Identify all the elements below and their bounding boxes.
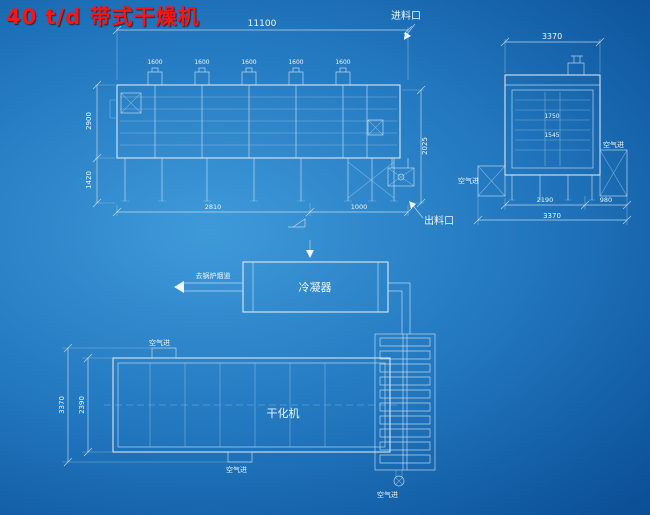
discharge-chute-lines	[391, 158, 409, 168]
dim-end-top: 3370	[542, 32, 562, 41]
label-air-in-top: 空气进	[149, 338, 170, 347]
dim-bottom-1: 2810	[205, 203, 222, 211]
dim-end-total: 3370	[543, 212, 561, 220]
dim-plan-inner: 2390	[78, 396, 86, 414]
right-drive-brace	[367, 119, 384, 136]
side-view-dimension-lines	[96, 29, 422, 213]
slope-symbol	[288, 218, 306, 228]
fan-icon	[393, 475, 405, 487]
boiler-pipe-arrow-icon	[174, 281, 184, 293]
dim-end-inner-2: 1545	[544, 132, 559, 139]
roof-motor-units	[147, 67, 351, 85]
discharge-shaft-icon	[397, 173, 405, 181]
dim-bottom-2: 1000	[351, 203, 368, 211]
dim-segment-3: 1600	[241, 59, 256, 66]
page-title: 40 t/d 带式干燥机	[6, 5, 200, 29]
feed-drive-brace	[109, 92, 142, 119]
right-drive-box	[367, 119, 384, 136]
plan-extension-lines	[62, 347, 252, 463]
label-condenser: 冷凝器	[299, 280, 332, 294]
support-legs	[124, 158, 395, 201]
dim-left-lower: 1420	[85, 171, 93, 189]
end-view-body-outline	[504, 74, 601, 176]
inlet-arrow-icon	[404, 32, 411, 40]
side-view: 11100 2900 1420 2025 2810 1000 1600 1600…	[85, 9, 454, 228]
end-view-extension-lines	[477, 39, 628, 225]
dim-segment-1: 1600	[147, 59, 162, 66]
dim-plan-outer: 3370	[58, 396, 66, 414]
label-air-in-bottom: 空气进	[226, 465, 247, 474]
plan-dimension-lines	[67, 348, 89, 462]
boiler-pipe-lines	[183, 282, 243, 292]
condenser-end-plates	[252, 262, 379, 312]
side-view-extension-lines	[95, 27, 424, 216]
plan-bottom-air-duct	[227, 451, 253, 463]
end-view-roof-and-motor	[505, 55, 600, 86]
dim-left-upper: 2900	[85, 112, 93, 130]
dim-segment-5: 1600	[335, 59, 350, 66]
fan-roller-bars	[379, 337, 431, 464]
end-view-left-duct-brace	[477, 165, 506, 197]
dryer-body-outline	[116, 84, 401, 159]
label-air-in-right: 空气进	[603, 140, 624, 149]
label-inlet: 进料口	[391, 9, 421, 22]
label-air-in-fan: 空气进	[377, 490, 398, 499]
dryer-belt-layer-lines	[120, 96, 397, 146]
feed-drive-box	[120, 92, 142, 114]
dryer-body-section-dividers	[154, 85, 368, 158]
fan-blades-and-stub	[394, 470, 404, 486]
section-arrow-icon	[306, 250, 314, 258]
dim-end-width: 2190	[537, 196, 554, 204]
plan-view: 冷凝器 去锅炉烟道 干化机 3370 2390 空气进 空气进	[58, 240, 436, 499]
end-view-dimension-lines	[478, 41, 627, 221]
discharge-airlock	[387, 167, 415, 187]
label-air-in-left: 空气进	[458, 176, 479, 185]
outlet-arrow-icon	[409, 201, 416, 209]
label-outlet: 出料口	[424, 214, 454, 227]
discharge-airlock-brace	[387, 167, 415, 187]
end-view-legs	[511, 175, 593, 200]
end-view-belt-lines	[515, 92, 590, 166]
end-view-dimension-ticks	[473, 37, 632, 225]
end-view-left-air-duct	[477, 165, 506, 197]
label-to-boiler: 去锅炉烟道	[196, 271, 231, 280]
plan-top-air-duct	[151, 347, 177, 359]
assembly-center-shaft	[402, 334, 408, 470]
dim-end-duct: 980	[600, 196, 612, 204]
dim-segment-4: 1600	[288, 59, 303, 66]
condenser-outline	[242, 261, 389, 313]
end-view-right-air-duct	[599, 149, 628, 197]
dim-segment-2: 1600	[194, 59, 209, 66]
end-view: 3370 2190 980 3370 1750 1545 空气进 空气进	[458, 32, 632, 225]
fan-roller-assembly-frame	[374, 333, 436, 471]
dim-total-length: 11100	[248, 19, 277, 29]
end-view-inner-shell	[511, 89, 594, 169]
condenser-to-fan-pipes	[388, 282, 411, 334]
dim-end-inner-1: 1750	[544, 113, 559, 120]
plan-dimension-ticks	[63, 343, 93, 467]
leg-feet-and-braces	[121, 161, 398, 202]
end-view-right-duct-brace	[599, 149, 628, 197]
side-view-dimension-ticks	[92, 25, 426, 217]
label-dryer: 干化机	[267, 406, 300, 420]
dim-right-height: 2025	[421, 137, 429, 155]
